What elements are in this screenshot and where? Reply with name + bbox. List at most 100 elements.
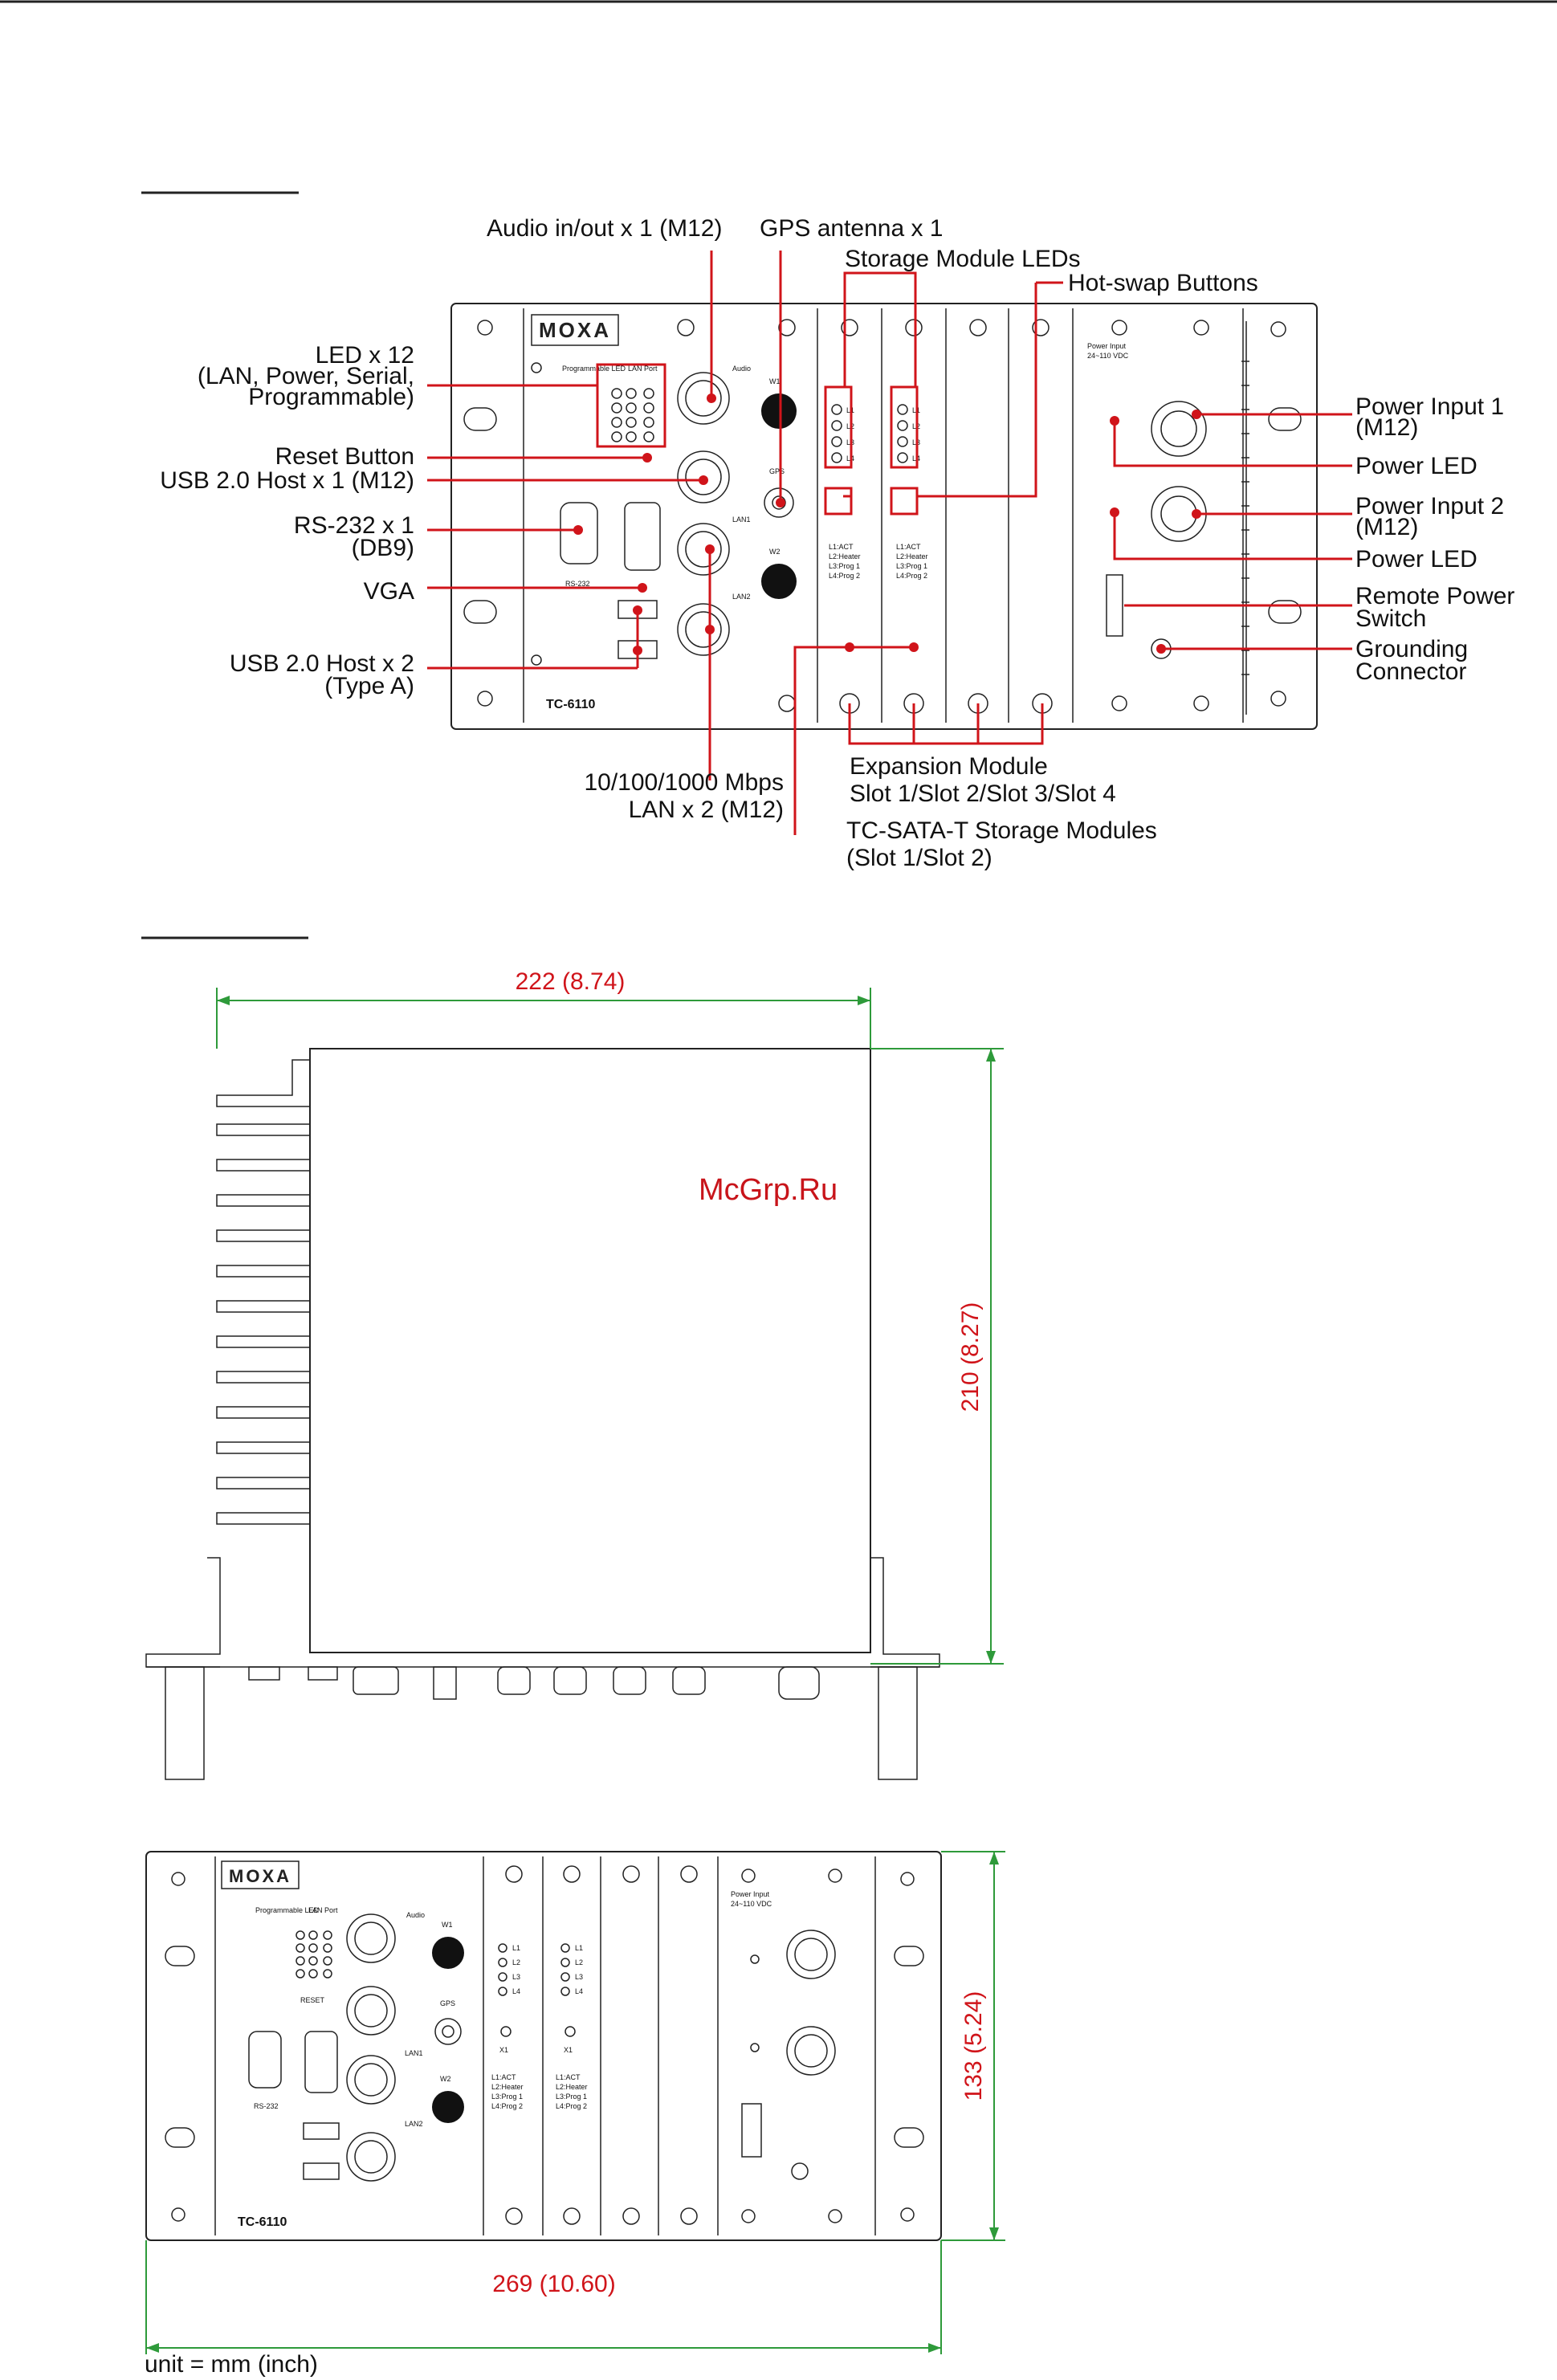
usb-m12-connector xyxy=(677,450,730,503)
side-view-diagram: 222 (8.74) 210 (8.27) xyxy=(145,968,1004,1780)
mount-hole xyxy=(1270,691,1286,707)
svg-text:L2: L2 xyxy=(575,1958,583,1966)
svg-text:L3:Prog 1: L3:Prog 1 xyxy=(896,562,927,570)
screw xyxy=(1193,695,1209,711)
label-gps: GPS antenna x 1 xyxy=(760,215,944,242)
side-connector xyxy=(778,1666,820,1700)
reset-label-front: RESET xyxy=(300,1996,325,2004)
audio-m12-connector xyxy=(677,372,730,425)
label-usb-m12: USB 2.0 Host x 1 (M12) xyxy=(160,467,414,494)
watermark: McGrp.Ru xyxy=(699,1173,838,1207)
storage-module-1-legend: L1:ACT L2:Heater L3:Prog 1 L4:Prog 2 xyxy=(829,543,861,580)
svg-text:L2:Heater: L2:Heater xyxy=(829,552,861,560)
svg-text:L4:Prog 2: L4:Prog 2 xyxy=(829,572,860,580)
label-lan-line1: 10/100/1000 Mbps xyxy=(584,769,784,796)
svg-text:L1: L1 xyxy=(575,1944,583,1952)
w2-label-front: W2 xyxy=(440,2075,451,2083)
label-sata-line2: (Slot 1/Slot 2) xyxy=(846,845,992,871)
svg-text:L3:Prog 1: L3:Prog 1 xyxy=(829,562,860,570)
svg-text:L2:Heater: L2:Heater xyxy=(896,552,928,560)
side-connector xyxy=(308,1666,338,1681)
side-bracket-right xyxy=(870,1557,940,1668)
svg-text:L3:Prog 1: L3:Prog 1 xyxy=(556,2093,587,2101)
storage-module-2-legend: L1:ACT L2:Heater L3:Prog 1 L4:Prog 2 xyxy=(896,543,928,580)
gps-connector xyxy=(764,487,794,518)
gps-label: GPS xyxy=(769,467,785,475)
storage-led-box-2 xyxy=(890,385,919,469)
dim-depth-text: 222 (8.74) xyxy=(516,968,626,995)
side-view-body xyxy=(309,1048,871,1653)
gps-label-front: GPS xyxy=(440,1999,455,2007)
hotswap-box-2 xyxy=(890,487,919,516)
screw xyxy=(1193,320,1209,336)
svg-text:L1: L1 xyxy=(512,1944,520,1952)
lan-port-label-front: LAN Port xyxy=(308,1906,338,1914)
label-power-led-1: Power LED xyxy=(1355,453,1478,479)
prog-led-label-front: Programmable LED xyxy=(255,1906,320,1914)
label-sata-line1: TC-SATA-T Storage Modules xyxy=(846,817,1157,844)
front-storage-leds: L1 L2 L3 L4 L1 L2 L3 L4 X1 X1 L1:ACT L2:… xyxy=(491,1943,588,2110)
label-vga: VGA xyxy=(364,578,414,605)
side-connector xyxy=(353,1666,399,1695)
label-power-input-2-line2: (M12) xyxy=(1355,514,1418,540)
lan2-label-front: LAN2 xyxy=(405,2120,423,2128)
rs232-label-front: RS-232 xyxy=(254,2102,279,2110)
screw xyxy=(841,319,858,336)
dim-side-height-text: 210 (8.27) xyxy=(957,1302,984,1412)
screw xyxy=(1032,319,1050,336)
moxa-logo-text: MOXA xyxy=(539,318,611,342)
mount-hole xyxy=(477,691,493,707)
moxa-logo-front-text: MOXA xyxy=(229,1866,291,1886)
svg-text:X1: X1 xyxy=(564,2046,573,2054)
side-connector xyxy=(613,1666,646,1695)
label-power-led-2: Power LED xyxy=(1355,546,1478,573)
front-view-diagram: MOXA TC-6110 Programmable LED LAN Port R… xyxy=(145,1851,1005,2354)
mount-slot xyxy=(1268,600,1302,624)
w1-antenna-cap xyxy=(761,393,797,429)
svg-text:L4: L4 xyxy=(512,1987,520,1995)
side-connector xyxy=(248,1666,280,1681)
side-bracket-left xyxy=(145,1557,221,1668)
side-foot-left xyxy=(165,1666,205,1780)
model-label: TC-6110 xyxy=(546,698,595,711)
dim-width-text: 269 (10.60) xyxy=(492,2271,615,2297)
side-connector xyxy=(672,1666,706,1695)
svg-text:L1:ACT: L1:ACT xyxy=(829,543,854,551)
svg-text:L1:ACT: L1:ACT xyxy=(896,543,921,551)
svg-text:L3:Prog 1: L3:Prog 1 xyxy=(491,2093,523,2101)
screw xyxy=(969,319,987,336)
power-input-1-m12 xyxy=(1151,401,1207,457)
screw xyxy=(778,319,796,336)
screw xyxy=(531,654,542,666)
w1-label: W1 xyxy=(769,377,781,385)
power-input-label-front: Power Input xyxy=(731,1890,770,1898)
audio-port-label: Audio xyxy=(732,365,751,373)
label-ground-line2: Connector xyxy=(1355,658,1466,685)
side-heatsink-fins xyxy=(216,1059,310,1525)
rs232-label: RS-232 xyxy=(565,580,590,588)
label-usb-a-line2: (Type A) xyxy=(324,673,414,699)
screw xyxy=(905,319,923,336)
label-power-input-1-line2: (M12) xyxy=(1355,414,1418,441)
label-power-input-2-line1: Power Input 2 xyxy=(1355,493,1504,520)
model-label-front: TC-6110 xyxy=(238,2215,287,2229)
screw xyxy=(1111,695,1127,711)
storage-led-box-1 xyxy=(824,385,853,469)
svg-text:L1:ACT: L1:ACT xyxy=(556,2073,581,2081)
svg-text:X1: X1 xyxy=(499,2046,508,2054)
lan1-label-front: LAN1 xyxy=(405,2049,423,2057)
moxa-logo xyxy=(531,314,619,346)
lan-port-label: LAN Port xyxy=(628,365,658,373)
power-input-label: Power Input xyxy=(1087,342,1127,350)
svg-text:L1:ACT: L1:ACT xyxy=(491,2073,516,2081)
screw xyxy=(531,362,542,373)
screw xyxy=(677,319,695,336)
svg-text:L2:Heater: L2:Heater xyxy=(556,2083,588,2091)
callout-lines xyxy=(427,251,1352,835)
led-callout-box xyxy=(596,363,666,448)
mount-slot xyxy=(463,407,497,431)
lan1-m12-connector xyxy=(677,523,730,576)
vga-port xyxy=(624,502,661,571)
front-led-array xyxy=(296,1930,332,1979)
